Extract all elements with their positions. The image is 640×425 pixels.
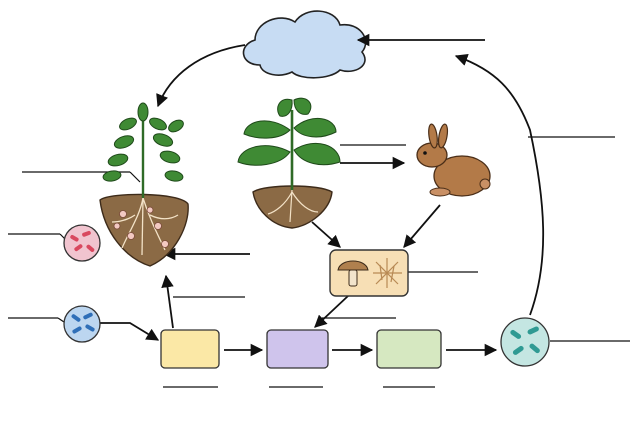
arrow-decomposers-to-purple [314,295,349,328]
arrow-soil-bacteria-to-yellow [100,322,160,341]
arrow-cloud-to-plant [156,44,246,108]
process-box-green [376,329,442,369]
plant-icon [237,97,341,229]
soil-bacteria-icon [63,305,101,343]
rabbit-icon [416,123,491,197]
process-box-yellow [160,329,220,369]
arrow-yellow-up [161,274,174,329]
denitrifying-bacteria-icon [500,317,550,367]
label-lines [8,136,630,388]
arrow-rabbit-to-decomposers [403,204,441,248]
nodule-bacteria-icon [63,224,101,262]
process-box-purple [266,329,329,369]
arrow-bacteria-to-cloud [454,53,545,316]
root-nodule-plant-icon [99,102,189,267]
arrow-plant-to-decomposers [311,221,341,248]
decomposers-icon [329,249,409,297]
cloud-icon [242,10,367,79]
arrows [100,33,545,357]
